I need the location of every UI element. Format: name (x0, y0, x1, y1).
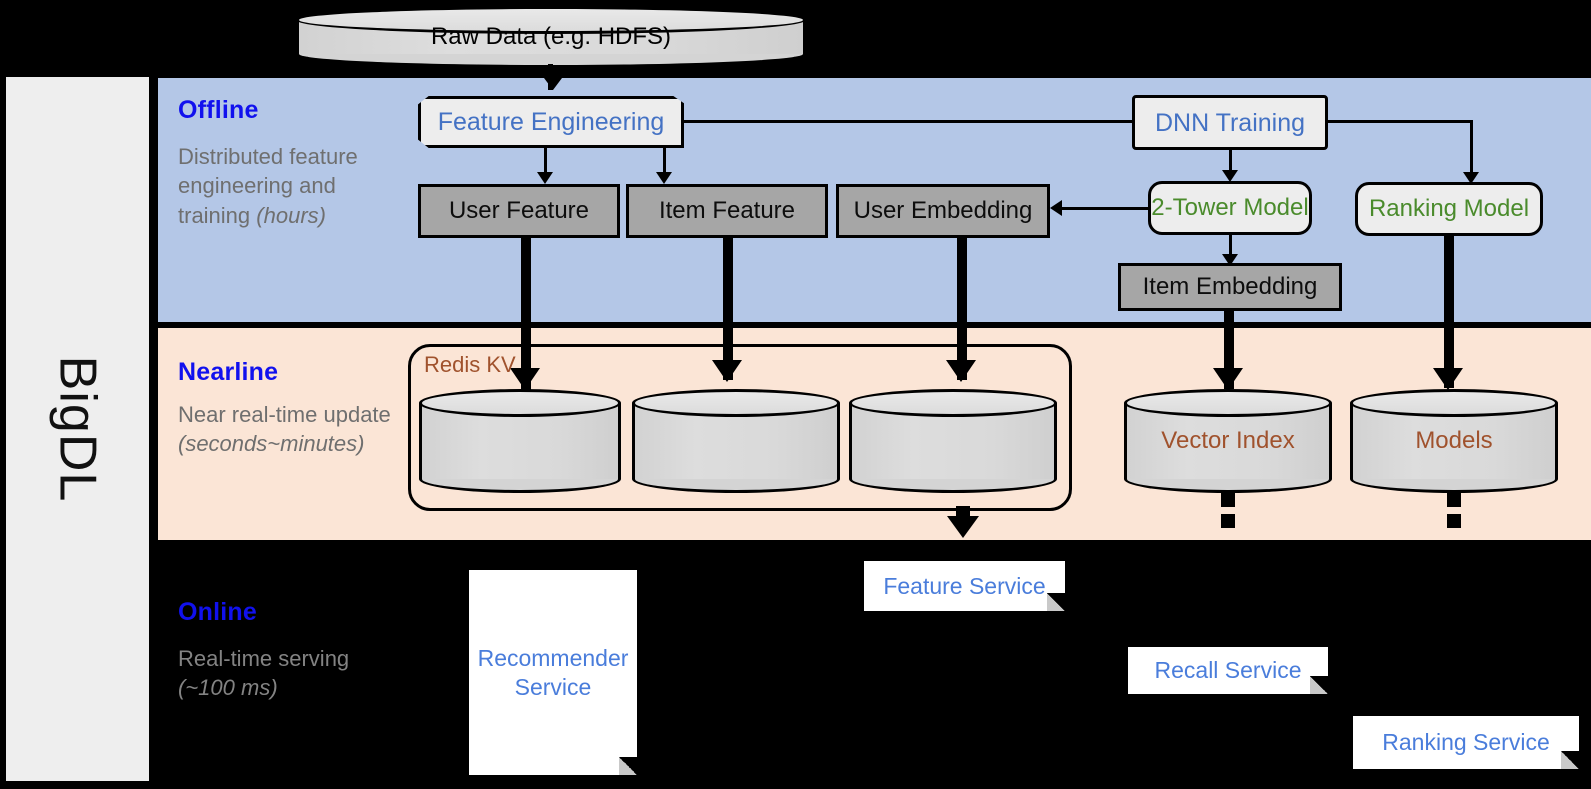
user-embedding-label: User Embedding (853, 196, 1033, 224)
arrowhead-fe-to-userfeature (537, 172, 553, 184)
cylinder-top (296, 6, 806, 34)
store-cylinder-item-feature[interactable] (632, 389, 840, 493)
pipe-itemembedding-to-vectorindex (1224, 311, 1234, 389)
pipe-models-stub-2 (1447, 514, 1461, 528)
store-cylinder-item-feature-label (632, 389, 840, 493)
arrowhead-pipe-vectorindex (1213, 368, 1243, 390)
two-tower-model-label: 2-Tower Model (1151, 193, 1309, 221)
recall-service-label: Recall Service (1154, 657, 1302, 684)
feature-service-label: Feature Service (883, 572, 1046, 599)
dnn-training-label: DNN Training (1154, 108, 1306, 137)
nearline-desc-text: Near real-time update (178, 402, 391, 427)
arrowhead-rawdata-to-fe (541, 74, 565, 90)
item-feature-node[interactable]: Item Feature (626, 184, 828, 238)
pipe-itemfeature-to-store2 (723, 238, 733, 380)
pipe-vectorindex-stub-2 (1221, 514, 1235, 528)
nearline-stage-desc: Near real-time update (seconds~minutes) (178, 400, 428, 459)
cylinder-top (419, 389, 621, 417)
arrowhead-twotower-to-userembedding (1050, 200, 1062, 216)
bigdl-label-wrapper: BigDL (6, 77, 149, 781)
raw-data-cylinder: Raw Data (e.g. HDFS) (296, 6, 806, 68)
online-stage-title: Online (178, 598, 257, 626)
bigdl-label: BigDL (48, 355, 107, 503)
two-tower-model-node[interactable]: 2-Tower Model (1148, 181, 1312, 235)
feature-service-node[interactable]: Feature Service (864, 561, 1065, 611)
redis-kv-container (408, 344, 1072, 511)
store-cylinder-user-embedding-label (849, 389, 1057, 493)
online-desc-italic: (~100 ms) (178, 675, 278, 701)
offline-stage-title: Offline (178, 96, 259, 124)
models-cylinder[interactable]: Models (1350, 389, 1558, 493)
feature-engineering-label: Feature Engineering (437, 108, 665, 136)
ranking-service-node[interactable]: Ranking Service (1353, 716, 1579, 769)
vector-index-label: Vector Index (1161, 427, 1295, 454)
item-embedding-node[interactable]: Item Embedding (1118, 263, 1342, 311)
offline-desc-italic: (hours) (256, 202, 326, 228)
pipe-vectorindex-stub-1 (1221, 491, 1235, 507)
pipe-models-stub-1 (1447, 491, 1461, 507)
models-label: Models (1415, 427, 1493, 454)
store-cylinder-user-embedding[interactable] (849, 389, 1057, 493)
ranking-model-node[interactable]: Ranking Model (1355, 182, 1543, 236)
recommender-service-label: Recommender Service (477, 644, 629, 700)
edge-twotower-to-itemembedding (1229, 235, 1232, 261)
recommender-service-node[interactable]: Recommender Service (469, 570, 637, 775)
arrowhead-pipe-store3 (946, 360, 976, 382)
arrowhead-dnn-to-ranking (1463, 172, 1479, 184)
arrowhead-dnn-to-twotower (1222, 170, 1238, 182)
pipe-rankingmodel-to-models (1444, 236, 1454, 388)
arrowhead-fe-to-itemfeature (656, 172, 672, 184)
edge-fe-to-dnn (684, 120, 1144, 123)
edge-fe-to-userfeature (544, 148, 547, 180)
ranking-service-label: Ranking Service (1382, 729, 1550, 756)
cylinder-top (849, 389, 1057, 417)
arrowhead-pipe-store2 (712, 360, 742, 382)
user-feature-label: User Feature (448, 196, 590, 224)
edge-dnn-to-twotower (1229, 150, 1232, 178)
recall-service-node[interactable]: Recall Service (1128, 647, 1328, 694)
redis-kv-label: Redis KV (424, 352, 516, 377)
nearline-desc-italic: (seconds~minutes) (178, 431, 365, 457)
user-embedding-node[interactable]: User Embedding (836, 184, 1050, 238)
store-cylinder-user-feature[interactable] (419, 389, 621, 493)
cylinder-top (1124, 389, 1332, 417)
offline-stage-desc: Distributed feature engineering and trai… (178, 142, 408, 230)
dnn-training-node[interactable]: DNN Training (1132, 95, 1328, 150)
online-stage-desc: Real-time serving (~100 ms) (178, 644, 408, 703)
edge-twotower-to-userembedding (1062, 207, 1150, 210)
user-feature-node[interactable]: User Feature (418, 184, 620, 238)
nearline-stage-title: Nearline (178, 358, 279, 386)
arrowhead-pipe-models (1433, 368, 1463, 390)
arrowhead-redis-to-featureservice (947, 516, 979, 538)
item-embedding-label: Item Embedding (1142, 272, 1318, 300)
edge-dnn-to-ranking-h (1328, 120, 1473, 123)
feature-engineering-node[interactable]: Feature Engineering (418, 96, 684, 148)
online-desc-text: Real-time serving (178, 646, 350, 671)
edge-dnn-to-ranking-v (1470, 120, 1473, 180)
cylinder-top (1350, 389, 1558, 417)
edge-fe-to-itemfeature (663, 148, 666, 180)
pipe-userembedding-to-store3 (957, 238, 967, 380)
offline-desc-text: Distributed feature engineering and trai… (178, 144, 358, 228)
raw-data-label: Raw Data (e.g. HDFS) (430, 23, 672, 50)
cylinder-top (632, 389, 840, 417)
pipe-userfeature-to-store1 (521, 238, 531, 390)
arrowhead-pipe-store1 (510, 368, 540, 390)
vector-index-cylinder[interactable]: Vector Index (1124, 389, 1332, 493)
store-cylinder-user-feature-label (419, 389, 621, 493)
ranking-model-label: Ranking Model (1368, 194, 1530, 222)
item-feature-label: Item Feature (658, 196, 796, 224)
bigdl-rail: BigDL (6, 77, 149, 781)
